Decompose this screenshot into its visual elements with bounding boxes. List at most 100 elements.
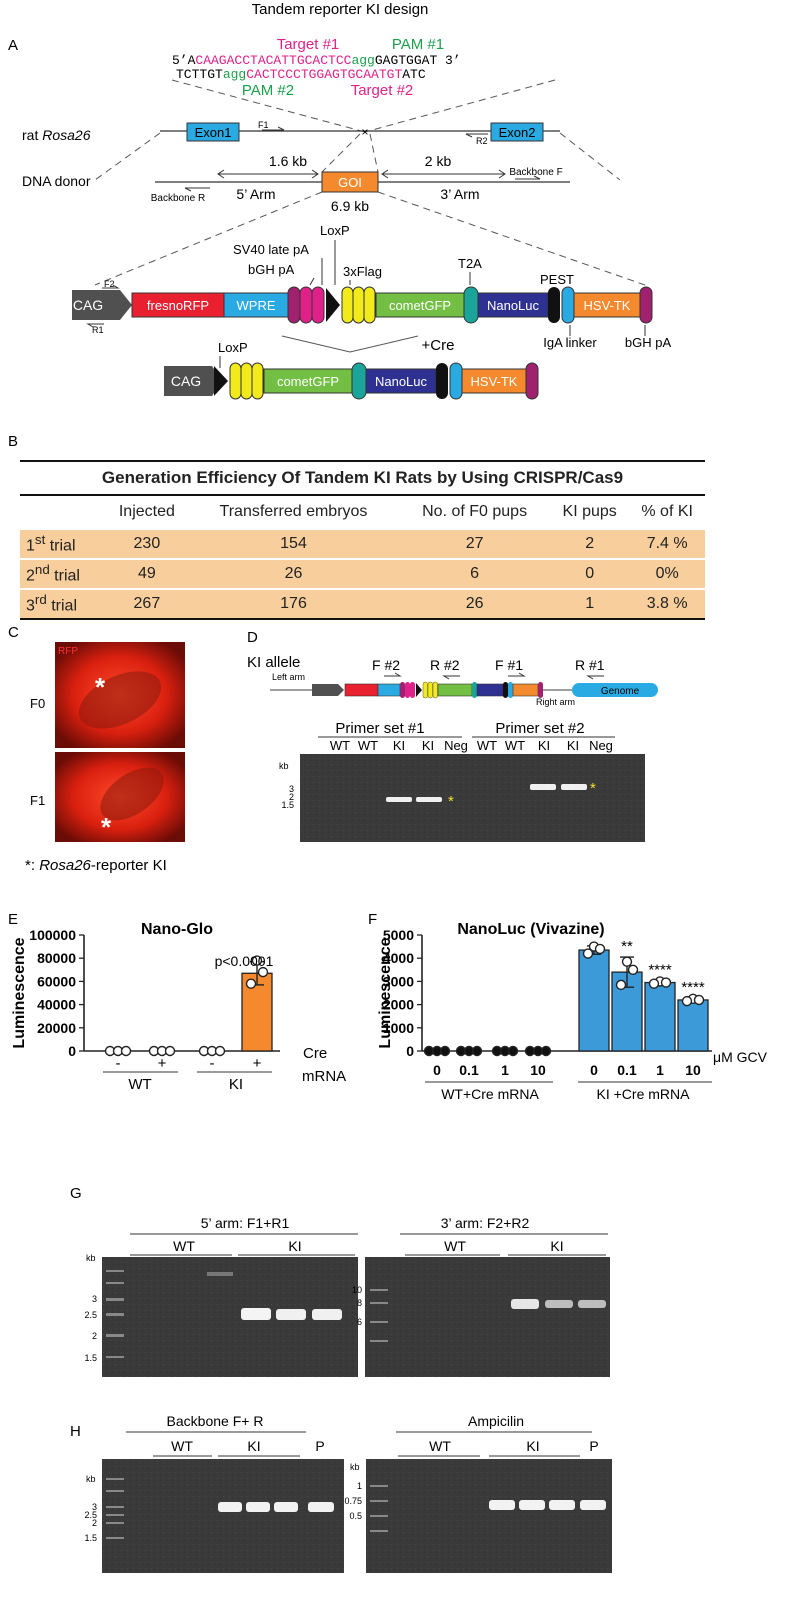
chart-e-sign-2: +: [158, 1055, 167, 1072]
x-tick-label: 10: [530, 1062, 546, 1078]
chart-e-sign-1: -: [116, 1055, 121, 1072]
right-arm-size: 2 kb: [425, 153, 452, 169]
goi-box: [321, 171, 379, 193]
flag-tag-1: [341, 286, 354, 324]
table-header-pct: % of KI: [641, 503, 693, 520]
gel-h2-wt: WT: [429, 1438, 451, 1454]
cell-transferred: 26: [187, 558, 400, 589]
cell-ki: 2: [550, 528, 630, 559]
sv40-label: SV40 late pA: [233, 242, 309, 257]
gel-g1-marker-3: 3: [92, 1294, 97, 1304]
cometgfp-label: cometGFP: [389, 298, 451, 313]
x-tick-label: 1: [501, 1062, 509, 1078]
gel-h2-marker-0-75: 0.75: [344, 1496, 362, 1506]
gel-d-lane-label: KI: [393, 738, 405, 753]
gel-g1-band-ki-2: [276, 1309, 306, 1320]
allele-sv40-pa-2: [410, 682, 415, 698]
hsvtk-bottom-box: [461, 368, 527, 394]
sequence-top: 5’ACAAGACCTACATTGCACTCCaggGAGTGGAT 3’: [172, 53, 461, 68]
target1-label: Target #1: [277, 36, 340, 53]
f1-asterisk: *: [101, 812, 112, 842]
gel-d-lane-label: KI: [538, 738, 550, 753]
sv40-pa-element-2: [311, 286, 325, 324]
allele-sv40-pa-1: [405, 682, 410, 698]
chart-f-group-wt: WT+Cre mRNA: [441, 1086, 539, 1102]
gel-d-marker-1-5: 1.5: [281, 800, 294, 810]
allele-cometgfp: [437, 683, 473, 697]
y-tick-label: 0: [68, 1043, 76, 1059]
gel-h2-band-ki-3: [549, 1500, 575, 1510]
seq-bottom-pam: agg: [223, 67, 246, 82]
gel-g2-marker-8: 8: [357, 1298, 362, 1308]
y-tick-label: 1000: [383, 1020, 414, 1036]
table-title: Generation Efficiency Of Tandem KI Rats …: [20, 460, 705, 496]
gel-d-lane-label: KI: [422, 738, 434, 753]
x-tick-label: 0: [590, 1062, 598, 1078]
cell-f0: 26: [399, 588, 551, 620]
bgh-pa-element: [287, 286, 301, 324]
table-header-f0: No. of F0 pups: [422, 503, 528, 520]
flag-tag-bottom-2: [240, 362, 253, 400]
panel-label-b: B: [8, 433, 18, 450]
allele-flag-3: [432, 681, 438, 699]
gel-h1-p: P: [315, 1438, 324, 1454]
gel-g2-ladder: [370, 1289, 388, 1342]
data-point: [214, 1045, 226, 1057]
panel-label-h: H: [70, 1423, 81, 1440]
cre-excision-lines: [281, 335, 419, 353]
gel-d-lane-label: Neg: [444, 738, 468, 753]
cell-ki: 1: [550, 588, 630, 620]
gel-d-marker-2: 2: [289, 792, 294, 802]
table-header-blank: [20, 495, 106, 529]
t2a-bottom-element: [351, 362, 367, 400]
left-arm-label: Left arm: [272, 672, 305, 682]
primer-set1-label: Primer set #1: [335, 720, 424, 737]
seq-top-prefix: 5’A: [172, 53, 196, 68]
backbone-f-label: Backbone F: [509, 167, 562, 178]
cell-f0: 27: [399, 528, 551, 559]
bgh-pa-end-element: [639, 286, 653, 324]
primer-r2-label: R2: [476, 136, 488, 146]
table-header-ki: KI pups: [562, 503, 617, 520]
gel-d-star-2: *: [590, 780, 596, 797]
primer-r1-arrow: [86, 323, 104, 328]
gel-g2-title: 3’ arm: F2+R2: [441, 1215, 530, 1231]
x-tick-label: 10: [685, 1062, 701, 1078]
gel-g1-wt: WT: [173, 1238, 195, 1254]
sv40-pa-element-1: [299, 286, 313, 324]
chart-f-unit-label: μM GCV: [713, 1049, 768, 1065]
data-point: [507, 1045, 519, 1057]
gel-d-band-set1-ki-2: [416, 797, 442, 802]
gel-g1-band-wt-3: [207, 1272, 233, 1276]
significance-label: **: [621, 938, 633, 955]
loxp-bottom-label: LoxP: [218, 340, 248, 355]
pest-element: [548, 287, 560, 323]
gel-d-band-set2-ki-1: [530, 784, 556, 790]
arm5-label: 5’ Arm: [236, 186, 275, 202]
significance-label: ****: [648, 962, 672, 979]
chart-e-group-ki: KI: [229, 1076, 243, 1093]
bgh-pa-bottom-label: bGH pA: [625, 335, 672, 350]
flag-label: 3xFlag: [343, 264, 382, 279]
dna-donor-label: DNA donor: [22, 173, 91, 189]
data-point: [257, 966, 269, 978]
bar: [677, 999, 709, 1052]
gel-h2-title: Ampicilin: [468, 1413, 524, 1429]
ki-allele-label: KI allele: [247, 654, 300, 671]
cell-pct: 7.4 %: [629, 528, 705, 559]
rat-rosa26-label: rat Rosa26: [22, 127, 91, 143]
gel-d-lane-label: WT: [358, 738, 378, 753]
trial-label: 2nd trial: [20, 558, 106, 589]
exon1-box: [186, 122, 240, 142]
goi-zoom-lines: [94, 191, 646, 286]
cell-injected: 230: [105, 528, 188, 559]
seq-top-target: CAAGACCTACATTGCACTCC: [195, 53, 351, 68]
primer-f1-arrow: [262, 126, 285, 131]
gel-g2: [365, 1257, 610, 1377]
goi-size: 6.9 kb: [331, 198, 369, 214]
gel-h1-band-ki-3: [274, 1502, 298, 1512]
data-point: [245, 978, 257, 989]
primer-set2-label: Primer set #2: [495, 720, 584, 737]
gel-d-band-set2-ki-2: [561, 784, 587, 790]
